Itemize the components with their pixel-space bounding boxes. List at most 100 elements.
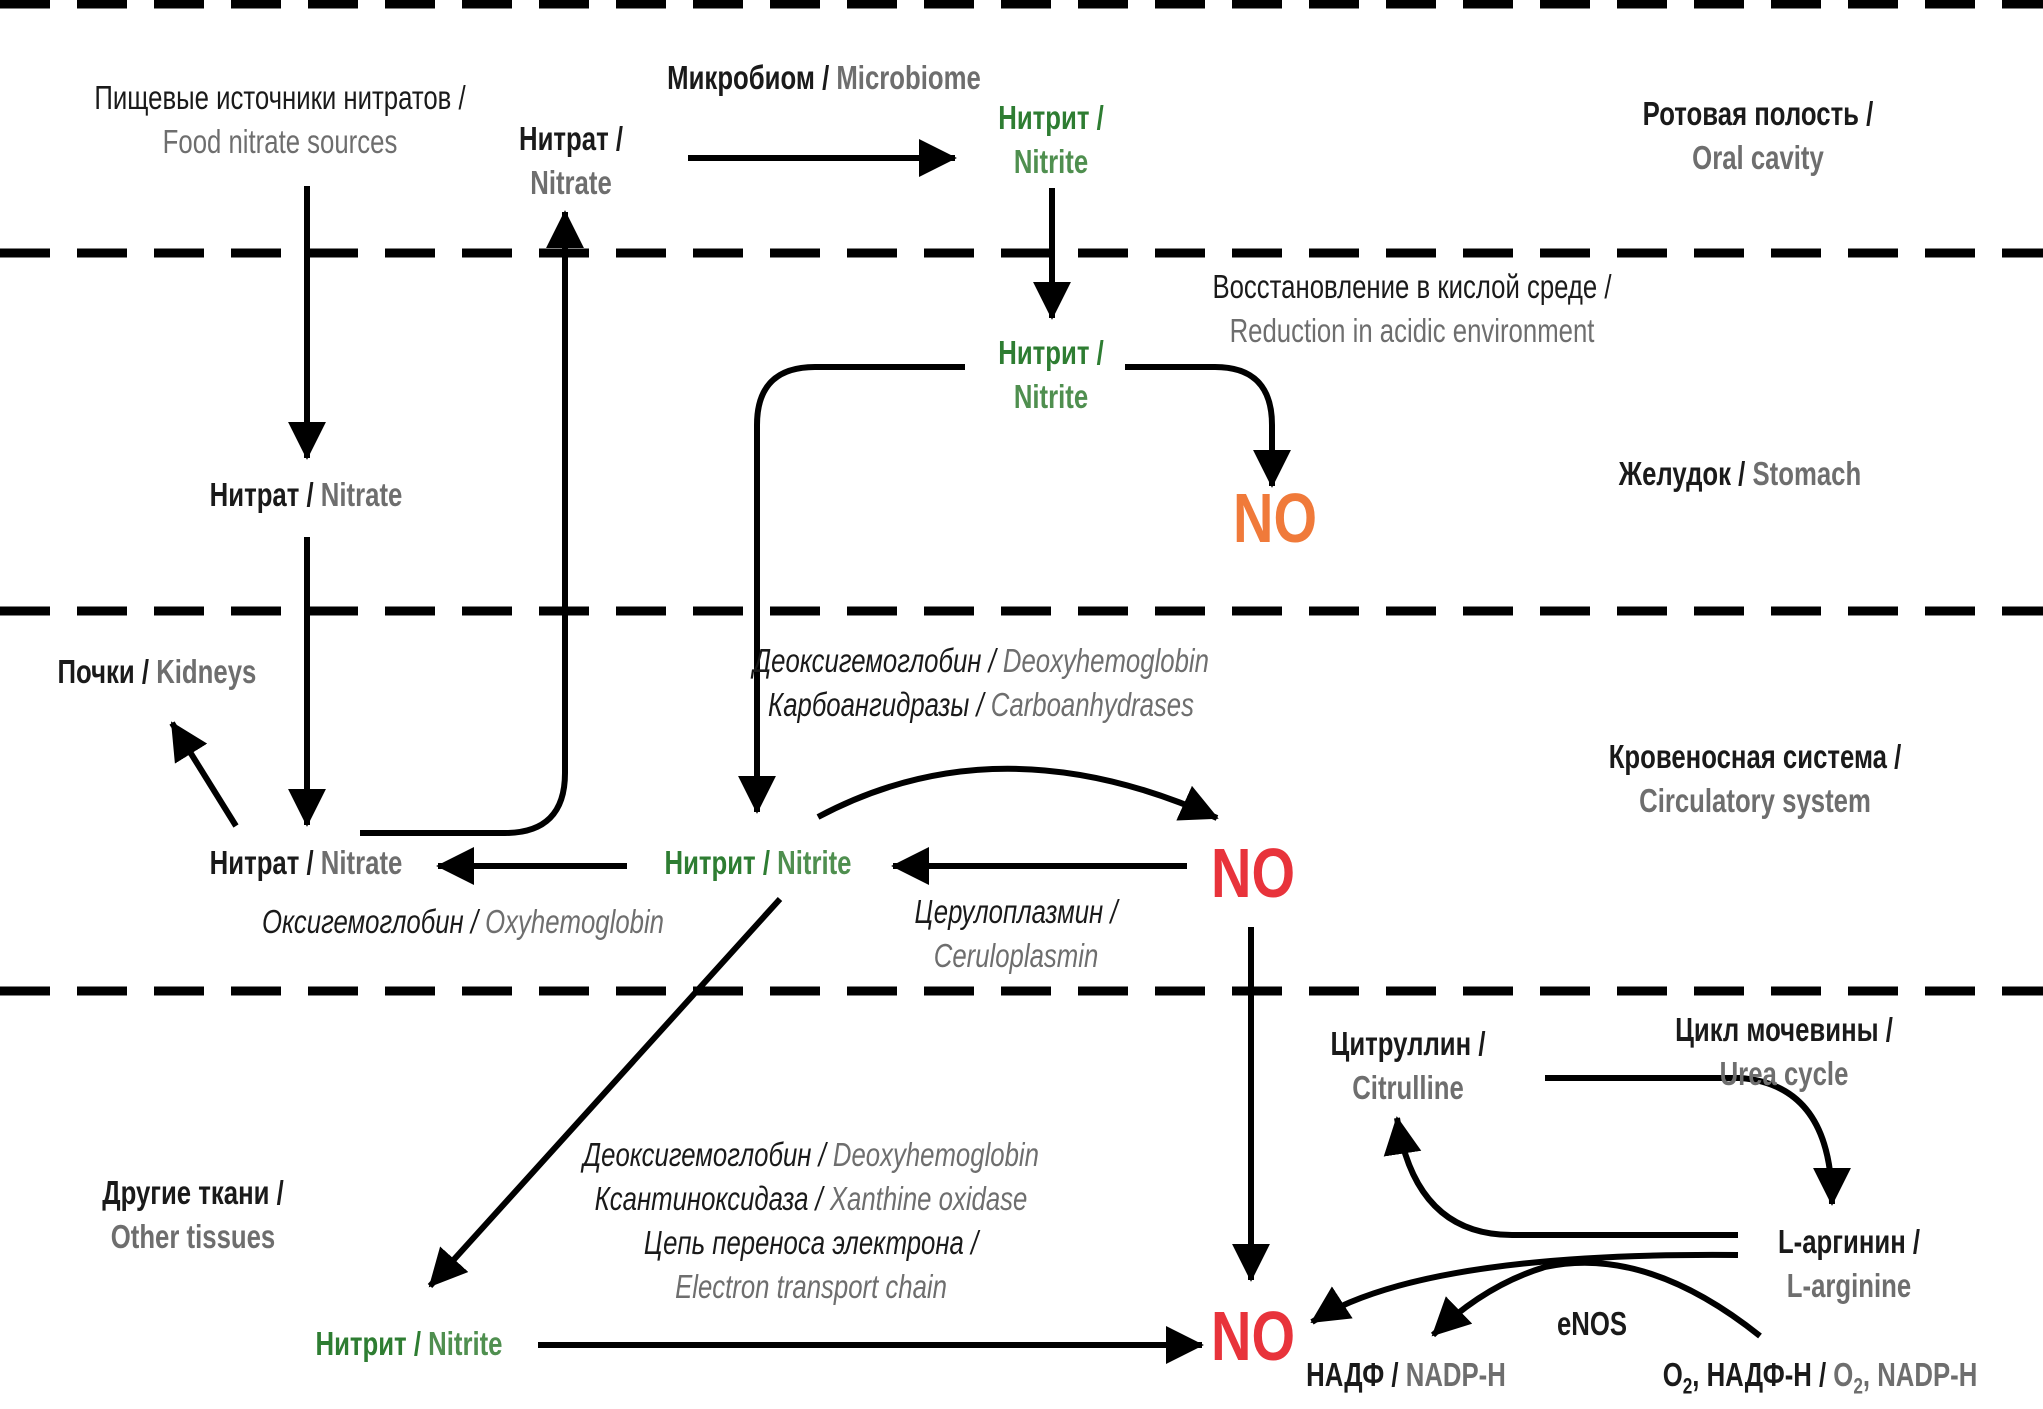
- oral-nitrite-node: Нитрит / Nitrite: [973, 96, 1129, 184]
- zone-label-stomach: Желудок / Stomach: [1584, 452, 1896, 496]
- enos-text: eNOS: [1556, 1305, 1628, 1342]
- tissue-deoxyhemoglobin-ru: Деоксигемоглобин /: [583, 1136, 826, 1173]
- deoxyhemoglobin-ru: Деоксигемоглобин /: [753, 642, 996, 679]
- xanthine-oxidase-en: Xanthine oxidase: [829, 1180, 1028, 1217]
- blood-nitrate-en: Nitrate: [320, 844, 403, 881]
- zone-label-circulatory: Кровеносная система / Circulatory system: [1576, 735, 1935, 823]
- arrow-arginine-to-no: [1310, 1251, 1739, 1325]
- enzyme-carboanhydrases-line: Карбоангидразы / Carboanhydrases: [747, 683, 1215, 727]
- zone-label-other-tissues: Другие ткани / Other tissues: [80, 1171, 306, 1259]
- tissue-no: NO: [1211, 1297, 1295, 1375]
- cofactors-en: O2, NADP-H: [1833, 1356, 1978, 1399]
- tissue-enzymes: Деоксигемоглобин / Deoxyhemoglobin Ксант…: [577, 1133, 1045, 1309]
- oral-nitrate-node: Нитрат / Nitrate: [493, 117, 649, 205]
- stomach-nitrite-node: Нитрит / Nitrite: [973, 331, 1129, 419]
- urea-cycle-ru: Цикл мочевины /: [1675, 1011, 1893, 1048]
- carboanhydrases-en: Carboanhydrases: [990, 686, 1194, 723]
- citrulline-en: Citrulline: [1352, 1069, 1464, 1106]
- food-sources-ru: Пищевые источники нитратов /: [94, 79, 466, 116]
- stomach-nitrite-ru: Нитрит /: [998, 334, 1104, 371]
- food-nitrate-sources: Пищевые источники нитратов / Food nitrat…: [62, 76, 499, 164]
- arrow-nitrate-to-oral-nitrate: [360, 210, 584, 836]
- food-sources-en: Food nitrate sources: [162, 123, 398, 160]
- electron-transport-chain-ru: Цепь переноса электрона /: [643, 1224, 979, 1261]
- tissue-deoxyhemoglobin-line: Деоксигемоглобин / Deoxyhemoglobin: [577, 1133, 1045, 1177]
- zone-other-tissues-en: Other tissues: [110, 1218, 276, 1255]
- zone-label-oral-cavity: Ротовая полость / Oral cavity: [1602, 92, 1914, 180]
- oxyhemoglobin-label: Оксигемоглобин / Oxyhemoglobin: [245, 900, 682, 944]
- tissue-nitrite-ru: Нитрит /: [315, 1325, 421, 1362]
- tissue-nitrite-node: Нитрит / Nitrite: [292, 1322, 526, 1366]
- microbiome-en: Microbiome: [836, 59, 981, 96]
- stomach-no: NO: [1233, 479, 1317, 557]
- arginine-node: L-аргинин / L-arginine: [1752, 1220, 1947, 1308]
- zone-kidneys-ru: Почки /: [57, 653, 150, 690]
- zone-circulatory-en: Circulatory system: [1639, 782, 1871, 819]
- arrow-nitrate-to-kidneys: [169, 721, 239, 828]
- zone-label-en: Oral cavity: [1692, 139, 1824, 176]
- reduction-in-acidic-environment: Восстановление в кислой среде / Reductio…: [1162, 265, 1661, 353]
- arrow-cofactors-to-nadp: [1430, 1259, 1762, 1339]
- arrow-stomach-nitrite-to-blood-nitrite: [738, 364, 965, 814]
- blood-nitrite-ru: Нитрит /: [664, 844, 770, 881]
- cofactors-ru: O2, НАДФ-Н /: [1662, 1356, 1827, 1399]
- nadp-en: NADP-H: [1405, 1356, 1506, 1393]
- zone-stomach-ru: Желудок /: [1618, 455, 1746, 492]
- oral-nitrite-ru: Нитрит /: [998, 99, 1104, 136]
- nadph-ru: , НАДФ-Н /: [1692, 1356, 1827, 1393]
- nadp-node: НАДФ / NADP-H: [1297, 1353, 1515, 1397]
- o2-symbol: O: [1662, 1356, 1683, 1393]
- blood-nitrite-en: Nitrite: [777, 844, 852, 881]
- citrulline-ru: Цитруллин /: [1330, 1025, 1486, 1062]
- arrow-stomach-nitrite-to-no: [1125, 364, 1291, 488]
- o2-subscript: 2: [1682, 1373, 1693, 1399]
- enzyme-deoxyhemoglobin-line: Деоксигемоглобин / Deoxyhemoglobin: [747, 639, 1215, 683]
- stomach-nitrate-node: Нитрат / Nitrate: [189, 473, 423, 517]
- zone-label-kidneys: Почки / Kidneys: [57, 650, 257, 694]
- reduction-ru: Восстановление в кислой среде /: [1212, 268, 1612, 305]
- tissue-deoxyhemoglobin-en: Deoxyhemoglobin: [832, 1136, 1039, 1173]
- citrulline-node: Цитруллин / Citrulline: [1311, 1022, 1506, 1110]
- deoxyhemoglobin-en: Deoxyhemoglobin: [1002, 642, 1209, 679]
- xanthine-oxidase-ru: Ксантиноксидаза /: [594, 1180, 823, 1217]
- circulatory-enzymes: Деоксигемоглобин / Deoxyhemoglobin Карбо…: [747, 639, 1215, 727]
- ceruloplasmin-ru: Церулоплазмин /: [914, 893, 1118, 930]
- carboanhydrases-ru: Карбоангидразы /: [768, 686, 984, 723]
- zone-circulatory-ru: Кровеносная система /: [1608, 738, 1902, 775]
- blood-nitrate-node: Нитрат / Nitrate: [189, 841, 423, 885]
- zone-kidneys-en: Kidneys: [156, 653, 257, 690]
- microbiome-ru: Микробиом /: [667, 59, 830, 96]
- ceruloplasmin-en: Ceruloplasmin: [933, 937, 1099, 974]
- arginine-en: L-arginine: [1786, 1267, 1912, 1304]
- enos-label: eNOS: [1537, 1302, 1646, 1346]
- arrow-blood-nitrite-to-tissue-nitrite: [427, 896, 783, 1289]
- microbiome-label: Микробиом / Microbiome: [629, 56, 1019, 100]
- zone-stomach-en: Stomach: [1752, 455, 1862, 492]
- arrow-blood-nitrite-to-no: [816, 765, 1219, 821]
- nadph-en: , NADP-H: [1862, 1356, 1978, 1393]
- oral-nitrate-en: Nitrate: [530, 164, 612, 201]
- reduction-en: Reduction in acidic environment: [1229, 312, 1595, 349]
- oral-nitrate-ru: Нитрат /: [519, 120, 623, 157]
- o2-subscript-en: 2: [1853, 1373, 1863, 1399]
- xanthine-oxidase-line: Ксантиноксидаза / Xanthine oxidase: [577, 1177, 1045, 1221]
- arrow-citrulline-to-arginine: [1545, 1075, 1851, 1206]
- arrow-arginine-to-citrulline: [1383, 1116, 1738, 1238]
- stomach-nitrate-ru: Нитрат /: [209, 476, 314, 513]
- oxyhemoglobin-ru: Оксигемоглобин /: [262, 903, 478, 940]
- electron-transport-chain-en: Electron transport chain: [675, 1268, 947, 1305]
- o2-symbol-en: O: [1833, 1356, 1854, 1393]
- zone-other-tissues-ru: Другие ткани /: [102, 1174, 284, 1211]
- blood-nitrate-ru: Нитрат /: [209, 844, 314, 881]
- oxyhemoglobin-en: Oxyhemoglobin: [485, 903, 664, 940]
- blood-no: NO: [1211, 834, 1295, 912]
- urea-cycle-label: Цикл мочевины / Urea cycle: [1655, 1008, 1912, 1096]
- arginine-ru: L-аргинин /: [1777, 1223, 1921, 1260]
- cofactors-node: O2, НАДФ-Н / O2, NADP-H: [1648, 1353, 1991, 1409]
- oral-nitrite-en: Nitrite: [1013, 143, 1089, 180]
- tissue-nitrite-en: Nitrite: [428, 1325, 503, 1362]
- zone-label-ru: Ротовая полость /: [1642, 95, 1874, 132]
- stomach-nitrite-en: Nitrite: [1013, 378, 1089, 415]
